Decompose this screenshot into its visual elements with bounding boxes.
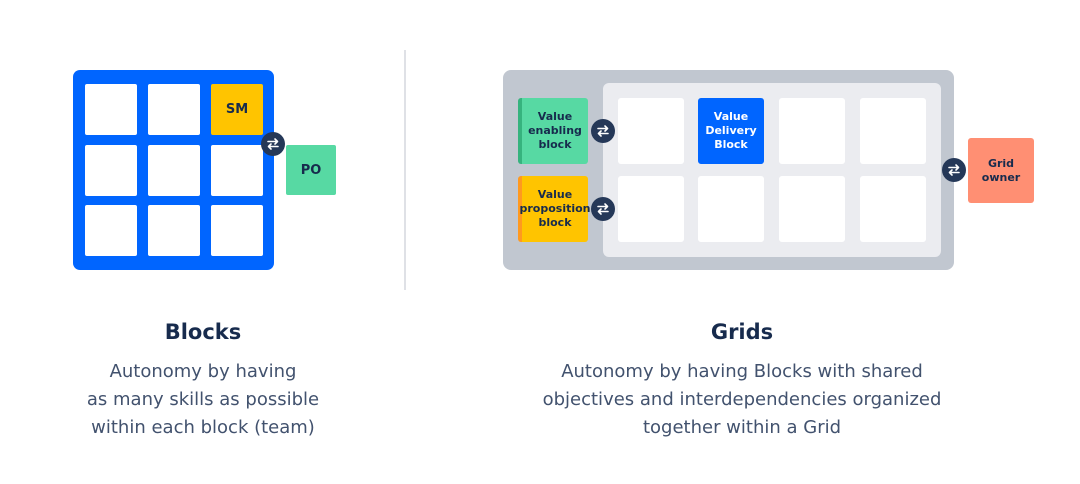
grids-description-line: Autonomy by having Blocks with shared [561, 361, 923, 382]
grids-description: Autonomy by having Blocks with shared ob… [512, 358, 972, 442]
value-delivery-label-line: Delivery [705, 124, 757, 137]
value-proposition-block: Value proposition block [518, 176, 591, 242]
grid-owner-label-line: Grid [987, 156, 1015, 170]
grid-owner-box: Grid owner [968, 138, 1034, 203]
blocks-title: Blocks [164, 320, 242, 344]
value-proposition-label-line: proposition [519, 202, 591, 215]
grid-block-cell [779, 98, 845, 164]
value-delivery-label-line: Value [713, 110, 749, 123]
grids-title: Grids [710, 320, 774, 344]
grid-block-cell [698, 176, 764, 242]
value-enabling-label-line: block [538, 138, 572, 151]
block-member-cell [211, 145, 263, 196]
product-owner-label: PO [300, 162, 322, 178]
blocks-description-line: as many skills as possible [86, 389, 320, 410]
swap-arrows-icon [942, 158, 966, 182]
value-delivery-label-line: Block [714, 138, 748, 151]
section-divider [404, 50, 406, 290]
value-enabling-block: Value enabling block [518, 98, 588, 164]
blocks-description: Autonomy by having as many skills as pos… [23, 358, 383, 442]
product-owner-box: PO [286, 145, 336, 195]
grid-block-cell [860, 176, 926, 242]
block-member-cell [85, 84, 137, 135]
value-enabling-label-line: enabling [528, 124, 582, 137]
value-proposition-label-line: Value [537, 188, 573, 201]
block-member-cell [211, 205, 263, 256]
grid-owner-label-line: owner [981, 170, 1021, 184]
scrum-master-label: SM [225, 102, 249, 117]
blocks-description-line: within each block (team) [91, 417, 315, 438]
value-delivery-block: Value Delivery Block [698, 98, 764, 164]
block-member-cell [148, 145, 200, 196]
block-member-cell [85, 145, 137, 196]
value-enabling-label-line: Value [537, 110, 573, 123]
swap-arrows-icon [261, 132, 285, 156]
grid-block-cell [618, 98, 684, 164]
swap-arrows-icon [591, 197, 615, 221]
grid-block-cell [618, 176, 684, 242]
swap-arrows-icon [591, 119, 615, 143]
grids-description-line: objectives and interdependencies organiz… [542, 389, 942, 410]
blocks-description-line: Autonomy by having [109, 361, 297, 382]
scrum-master-cell: SM [211, 84, 263, 135]
value-proposition-label-line: block [538, 216, 572, 229]
block-member-cell [85, 205, 137, 256]
block-member-cell [148, 205, 200, 256]
grid-block-cell [779, 176, 845, 242]
grid-block-cell [860, 98, 926, 164]
block-member-cell [148, 84, 200, 135]
grids-description-line: together within a Grid [642, 417, 842, 438]
